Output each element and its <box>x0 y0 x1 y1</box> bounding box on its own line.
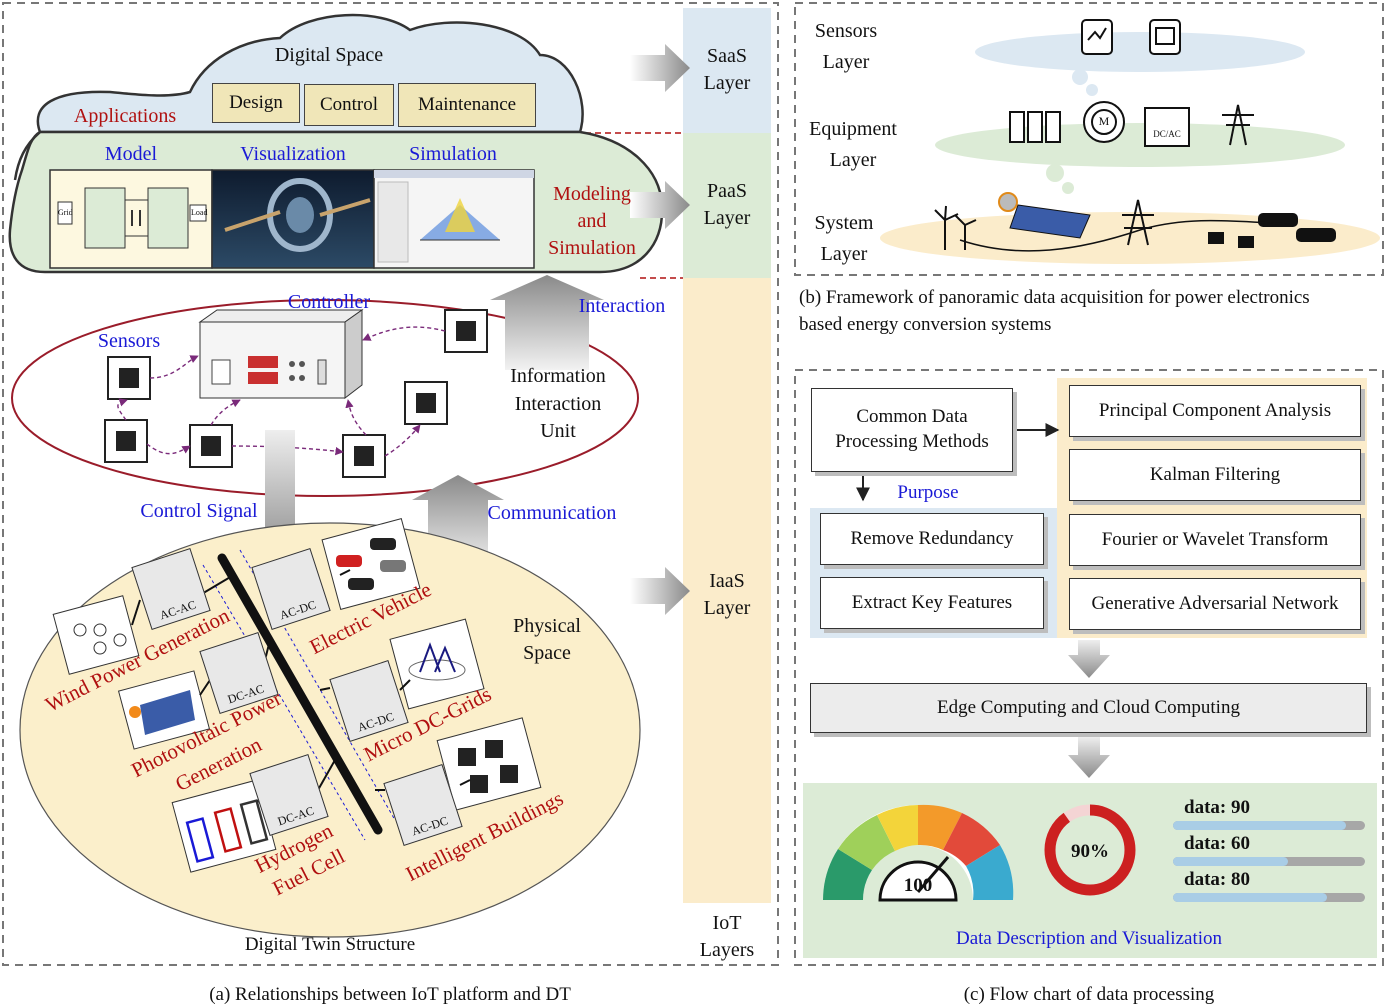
space-label: Space <box>523 642 571 664</box>
app-control: Control <box>304 84 394 126</box>
edge-cloud-box: Edge Computing and Cloud Computing <box>810 683 1367 733</box>
load-label: Load <box>191 208 208 217</box>
arrow-to-viz <box>1068 737 1110 778</box>
bar-fill-1 <box>1173 821 1346 830</box>
interaction-arrow <box>490 275 604 370</box>
bar-label-1: data: 90 <box>1184 797 1250 818</box>
arrow-to-edge <box>1068 640 1110 678</box>
grid-label: Grid <box>58 208 73 217</box>
physical-space-ellipse <box>19 522 641 938</box>
sensors-layer-label-1: Sensors <box>814 20 878 42</box>
and-label: and <box>577 210 607 232</box>
method-gan: Generative Adversarial Network <box>1069 578 1361 630</box>
info-unit-line3: Unit <box>540 420 576 442</box>
bar-track-2 <box>1173 857 1365 866</box>
sensors-label: Sensors <box>97 330 161 352</box>
sensor-icon-4 <box>342 434 386 478</box>
iaas-band <box>683 278 771 903</box>
system-layer-label-1: System <box>814 212 874 234</box>
modeling-label: Modeling <box>553 183 631 205</box>
sensor-icon-5 <box>404 381 448 425</box>
sensor-icon-1 <box>107 356 151 400</box>
equipment-layer-label-1: Equipment <box>809 118 897 140</box>
simulation-red-label: Simulation <box>548 237 636 259</box>
buildings-image <box>436 717 542 811</box>
sensor-icon-6 <box>444 309 488 353</box>
app-maintenance: Maintenance <box>398 83 536 127</box>
controller-label: Controller <box>287 291 371 313</box>
inverter-label: DC/AC <box>1153 129 1181 139</box>
caption-c: (c) Flow chart of data processing <box>963 984 1215 1004</box>
caption-b-line1: (b) Framework of panoramic data acquisit… <box>799 287 1310 308</box>
sensors-layer-label-2: Layer <box>822 51 870 73</box>
extract-features-box: Extract Key Features <box>820 577 1044 629</box>
sensor-icon-2 <box>104 419 148 463</box>
remove-redundancy-box: Remove Redundancy <box>820 513 1044 565</box>
model-label: Model <box>104 143 158 165</box>
purpose-label: Purpose <box>897 482 959 503</box>
communication-label: Communication <box>487 502 617 524</box>
digital-twin-structure-label: Digital Twin Structure <box>244 934 416 955</box>
applications-label: Applications <box>73 105 177 127</box>
paas-band <box>683 133 771 278</box>
ring-value: 90% <box>1071 841 1109 862</box>
arrow-to-iaas <box>630 567 690 615</box>
caption-a: (a) Relationships between IoT platform a… <box>209 984 571 1004</box>
interaction-label: Interaction <box>578 295 666 317</box>
caption-b-line2: based energy conversion systems <box>799 314 1052 335</box>
gauge-chart <box>823 804 1014 902</box>
control-signal-label: Control Signal <box>140 500 258 522</box>
motor-label: M <box>1098 114 1110 128</box>
dc-bus <box>217 553 383 835</box>
method-fourier: Fourier or Wavelet Transform <box>1069 514 1361 566</box>
panel-c-frame <box>794 369 1384 966</box>
bar-fill-3 <box>1173 893 1327 902</box>
digital-space-label: Digital Space <box>274 44 384 66</box>
panel-b-frame <box>794 2 1384 276</box>
ring-progress-arc <box>1044 804 1136 896</box>
info-unit-line1: Information <box>510 365 606 387</box>
bar-track-3 <box>1173 893 1365 902</box>
bar-track-1 <box>1173 821 1365 830</box>
ring-chart <box>1044 804 1136 896</box>
arrow-to-saas <box>630 44 690 92</box>
bar-label-2: data: 60 <box>1184 833 1250 854</box>
system-layer-label-2: Layer <box>820 243 868 265</box>
saas-band <box>683 8 771 133</box>
physical-label: Physical <box>513 615 581 637</box>
bar-label-3: data: 80 <box>1184 869 1250 890</box>
visualization-label: Visualization <box>240 143 346 165</box>
simulation-label: Simulation <box>409 143 497 165</box>
method-pca: Principal Component Analysis <box>1069 385 1361 437</box>
method-kalman: Kalman Filtering <box>1069 449 1361 501</box>
app-design: Design <box>212 83 300 123</box>
data-viz-label: Data Description and Visualization <box>955 928 1223 949</box>
sensor-icon-3 <box>189 424 233 468</box>
info-unit-line2: Interaction <box>514 393 602 415</box>
bar-fill-2 <box>1173 857 1289 866</box>
gauge-value: 100 <box>903 875 933 896</box>
equipment-layer-label-2: Layer <box>829 149 877 171</box>
arrow-to-paas <box>630 181 690 229</box>
